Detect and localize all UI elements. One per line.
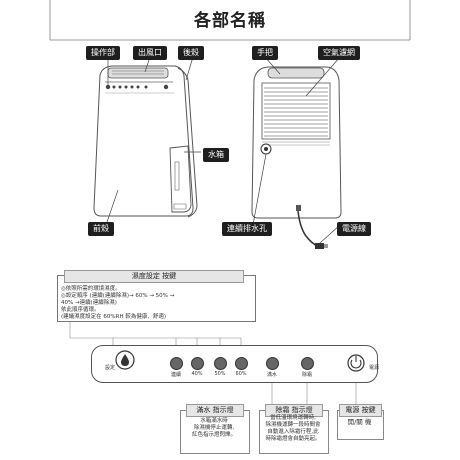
- indicator-label: 60%: [235, 371, 247, 377]
- panel-setting-label: 設定: [104, 365, 115, 371]
- front-view-illustration: [93, 65, 198, 218]
- info-box-defrost: [259, 410, 329, 454]
- info-heading-water-full: 滿水 指示燈: [186, 404, 244, 417]
- tag-control-panel: 操作部: [86, 46, 120, 60]
- defrost-label: 除霜: [301, 372, 312, 378]
- humidity-note-line: (建議濕度設定在 60%RH 較為健康、舒適): [61, 314, 166, 320]
- tag-air-outlet: 出風口: [133, 46, 167, 60]
- water-drop-icon: [121, 354, 129, 366]
- info-body-water-full: 水箱滿水時 除濕機停止運轉, 紅色指示燈閃爍。: [191, 418, 236, 438]
- indicator-label: 40%: [191, 371, 203, 377]
- info-heading-power: 電源 按鍵: [339, 404, 382, 417]
- tag-handle: 手把: [252, 46, 278, 60]
- tag-air-filter: 空氣濾網: [318, 46, 360, 60]
- indicator-label: 50%: [214, 371, 226, 377]
- tag-power-cord: 電源線: [337, 222, 371, 236]
- indicator-label: 連續: [170, 372, 181, 378]
- humidity-note-line: ◎依照所需的環境濕度。: [61, 286, 121, 292]
- indicator-light-60: [235, 357, 248, 370]
- back-view-illustration: [251, 66, 342, 249]
- tag-front-case: 前殼: [88, 222, 114, 236]
- info-box-water-full: [180, 410, 250, 454]
- tag-drain-outlet: 連續排水孔: [222, 222, 272, 236]
- power-button-icon: [347, 354, 365, 372]
- humidity-note-line: 40% →連續(連續除濕): [61, 300, 117, 306]
- indicator-light-continuous: [170, 357, 183, 370]
- humidity-note-heading: 濕度設定 按鍵: [64, 270, 244, 283]
- humidity-note-line: 依此順序循環。: [61, 307, 100, 313]
- tag-water-tank: 水箱: [203, 148, 229, 162]
- indicator-light-40: [191, 357, 204, 370]
- power-label: 電源: [368, 365, 379, 371]
- indicator-light-full: [266, 357, 279, 370]
- info-heading-defrost: 除霜 指示燈: [265, 404, 323, 417]
- full-label: 滿水: [266, 372, 277, 378]
- info-body-defrost: 當低溫環境運轉時, 除濕機運轉一段時間會 自動進入除霜行程,此 時除霜燈會自動亮…: [265, 415, 321, 442]
- info-body-power: 開/關 機: [347, 418, 372, 426]
- page-title: 各部名稱: [194, 11, 266, 31]
- control-panel-diagram: [91, 345, 378, 383]
- tag-back-case: 後殼: [178, 46, 204, 60]
- indicator-light-50: [214, 357, 227, 370]
- indicator-light-defrost: [301, 357, 314, 370]
- humidity-note-line: ◎設定順序 (連續(連續除濕)→ 60% → 50% →: [61, 293, 175, 299]
